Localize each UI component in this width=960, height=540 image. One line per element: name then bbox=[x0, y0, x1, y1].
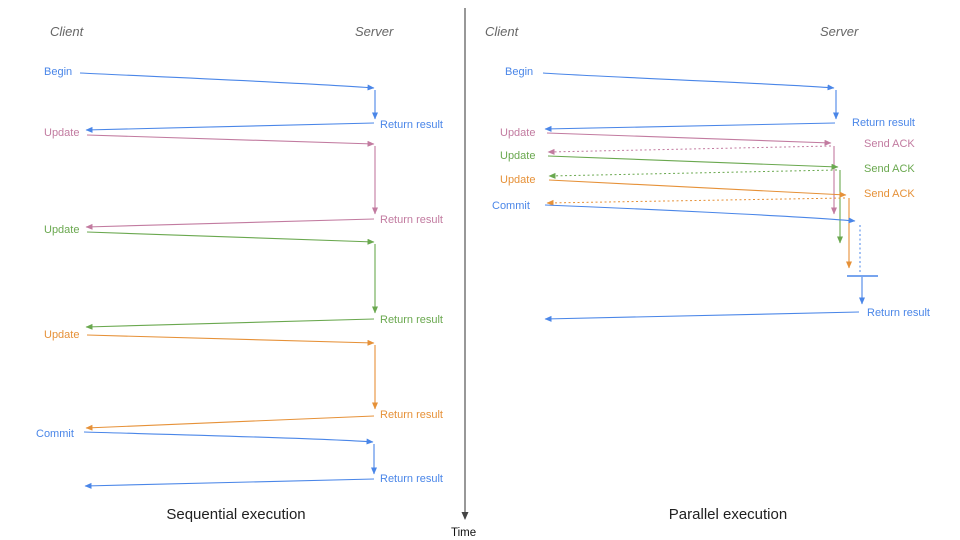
par-update-3-request-arrow bbox=[548, 179, 847, 198]
par-send-ack-1-arrow bbox=[547, 145, 832, 155]
seq-return-result-1-arrow bbox=[85, 122, 375, 133]
sequential-client-column-label: Client bbox=[50, 24, 85, 39]
seq-return-result-3-label: Return result bbox=[380, 314, 443, 326]
seq-return-result-1-label: Return result bbox=[380, 119, 443, 131]
seq-update-2-request-arrow bbox=[86, 231, 375, 245]
seq-return-result-5-label: Return result bbox=[380, 473, 443, 485]
seq-commit-label: Commit bbox=[36, 428, 74, 440]
par-update-3-label: Update bbox=[500, 174, 535, 186]
par-update-2-label: Update bbox=[500, 150, 535, 162]
seq-update-1-label: Update bbox=[44, 127, 79, 139]
seq-begin-request-arrow bbox=[79, 72, 375, 91]
seq-return-result-4-arrow bbox=[85, 415, 375, 431]
par-send-ack-2-label: Send ACK bbox=[864, 163, 915, 175]
par-commit-label: Commit bbox=[492, 200, 530, 212]
seq-update-1-request-arrow bbox=[86, 134, 375, 147]
par-return-result-2-arrow bbox=[544, 311, 860, 322]
par-begin-label: Begin bbox=[505, 66, 533, 78]
parallel-panel-title: Parallel execution bbox=[669, 506, 787, 523]
parallel-server-column-label: Server bbox=[820, 24, 859, 39]
seq-begin-label: Begin bbox=[44, 66, 72, 78]
parallel-panel: Client Server Begin Return result Update… bbox=[485, 24, 930, 523]
par-update-1-request-arrow bbox=[546, 132, 832, 146]
par-update-1-label: Update bbox=[500, 127, 535, 139]
seq-update-2-label: Update bbox=[44, 224, 79, 236]
sequential-server-column-label: Server bbox=[355, 24, 394, 39]
seq-return-result-5-arrow bbox=[84, 478, 375, 489]
parallel-client-column-label: Client bbox=[485, 24, 520, 39]
seq-update-3-label: Update bbox=[44, 329, 79, 341]
time-axis: Time bbox=[451, 8, 476, 539]
par-return-result-1-label: Return result bbox=[852, 117, 915, 129]
par-commit-request-arrow bbox=[544, 204, 856, 224]
seq-update-3-request-arrow bbox=[86, 334, 375, 346]
par-begin-request-arrow bbox=[542, 72, 835, 91]
par-send-ack-3-arrow bbox=[546, 197, 846, 206]
par-update-2-request-arrow bbox=[547, 155, 839, 170]
par-return-result-1-arrow bbox=[544, 122, 836, 132]
par-send-ack-3-label: Send ACK bbox=[864, 188, 915, 200]
par-return-result-2-label: Return result bbox=[867, 307, 930, 319]
par-send-ack-1-label: Send ACK bbox=[864, 138, 915, 150]
seq-return-result-4-label: Return result bbox=[380, 409, 443, 421]
sequential-panel: Client Server Begin Return result Update… bbox=[36, 24, 443, 523]
seq-commit-request-arrow bbox=[83, 431, 374, 445]
time-axis-label: Time bbox=[451, 527, 476, 539]
seq-return-result-2-arrow bbox=[85, 218, 375, 230]
sequential-panel-title: Sequential execution bbox=[166, 506, 305, 523]
par-send-ack-2-arrow bbox=[548, 169, 838, 179]
seq-return-result-3-arrow bbox=[85, 318, 375, 330]
seq-return-result-2-label: Return result bbox=[380, 214, 443, 226]
